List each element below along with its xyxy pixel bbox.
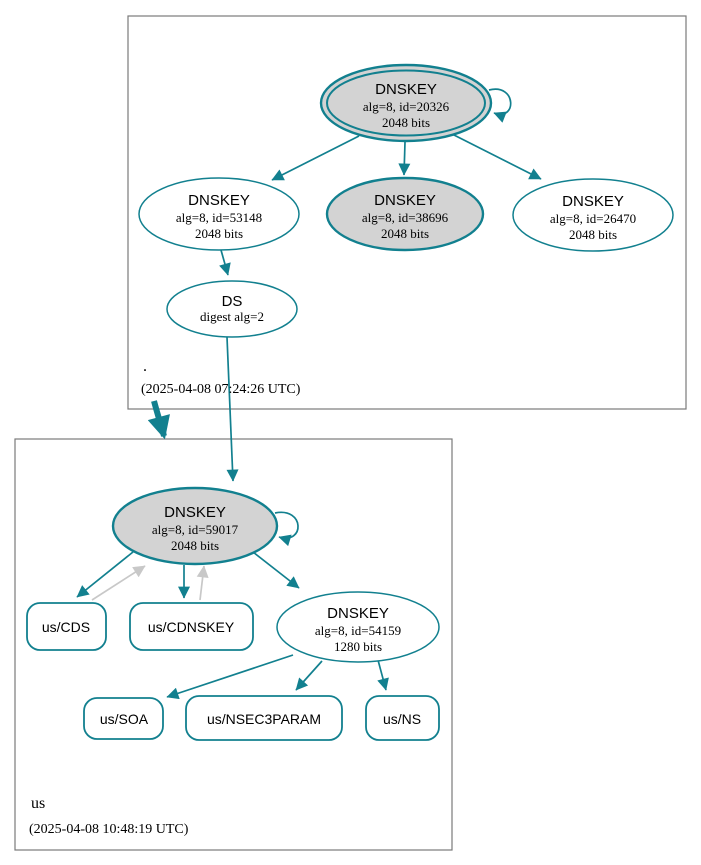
root-zsk1-ellipse[interactable]: [138, 177, 300, 251]
node-us-cds[interactable]: us/CDS: [26, 602, 107, 651]
node-us-ksk-59017[interactable]: DNSKEY alg=8, id=59017 2048 bits: [111, 486, 279, 566]
root-ksk-outer-ellipse[interactable]: [319, 63, 493, 143]
edge-cds-to-us-ksk-gray: [91, 565, 146, 601]
root-zsk2-bits: 2048 bits: [381, 226, 429, 241]
root-zsk3-title: DNSKEY: [562, 193, 624, 210]
edge-root-ksk-to-zsk2: [398, 141, 411, 176]
us-ksk-title: DNSKEY: [164, 504, 226, 521]
root-zone-timestamp: (2025-04-08 07:24:26 UTC): [141, 382, 301, 397]
edge-us-zsk-to-nsec3param: [295, 660, 323, 691]
root-zsk3-ellipse[interactable]: [512, 178, 674, 252]
node-us-cdnskey[interactable]: us/CDNSKEY: [129, 602, 254, 651]
root-ds-detail: digest alg=2: [200, 309, 264, 324]
edge-us-ksk-to-zsk: [252, 551, 300, 589]
us-cds-label: us/CDS: [42, 619, 90, 635]
root-ksk-inner-ellipse: [326, 69, 486, 137]
root-zsk1-detail: alg=8, id=53148: [176, 210, 262, 225]
us-soa-label: us/SOA: [100, 711, 149, 727]
us-zsk-ellipse[interactable]: [276, 591, 440, 663]
node-us-soa[interactable]: us/SOA: [83, 697, 164, 740]
us-ksk-bits: 2048 bits: [171, 538, 219, 553]
us-zsk-title: DNSKEY: [327, 605, 389, 622]
us-cdnskey-label: us/CDNSKEY: [148, 619, 235, 635]
edge-us-zsk-to-soa: [166, 654, 294, 700]
edge-us-ksk-selfloop: [274, 511, 299, 547]
edge-us-zsk-to-ns: [377, 659, 389, 691]
root-zsk3-bits: 2048 bits: [569, 227, 617, 242]
node-root-zsk-38696[interactable]: DNSKEY alg=8, id=38696 2048 bits: [325, 176, 485, 252]
us-ksk-detail: alg=8, id=59017: [152, 522, 239, 537]
us-nsec3param-box[interactable]: [185, 695, 343, 741]
root-zsk1-title: DNSKEY: [188, 192, 250, 209]
root-ds-title: DS: [222, 293, 243, 310]
root-zsk1-bits: 2048 bits: [195, 226, 243, 241]
us-ns-label: us/NS: [383, 711, 421, 727]
edge-us-ksk-to-cds: [76, 551, 134, 598]
us-zsk-bits: 1280 bits: [334, 639, 382, 654]
us-zone-timestamp: (2025-04-08 10:48:19 UTC): [29, 822, 189, 837]
root-zone-box: [127, 15, 687, 410]
node-root-ds[interactable]: DS digest alg=2: [166, 280, 298, 338]
edge-delegation-root-to-us: [147, 400, 170, 440]
root-ds-ellipse[interactable]: [166, 280, 298, 338]
edge-zsk1-to-ds: [219, 249, 231, 276]
us-zone-box: [14, 438, 453, 851]
node-root-zsk-26470[interactable]: DNSKEY alg=8, id=26470 2048 bits: [512, 178, 674, 252]
node-root-zsk-53148[interactable]: DNSKEY alg=8, id=53148 2048 bits: [138, 177, 300, 251]
root-zsk2-ellipse[interactable]: [325, 176, 485, 252]
root-zsk2-detail: alg=8, id=38696: [362, 210, 449, 225]
root-zsk2-title: DNSKEY: [374, 192, 436, 209]
edge-root-ksk-selfloop: [488, 88, 512, 123]
edge-cdnskey-to-us-ksk-gray: [196, 565, 209, 601]
us-zsk-detail: alg=8, id=54159: [315, 623, 401, 638]
us-zone-label: us: [31, 795, 45, 812]
root-zone-label: .: [143, 358, 147, 375]
edge-ds-to-us-ksk: [226, 336, 239, 482]
us-cdnskey-box[interactable]: [129, 602, 254, 651]
root-ksk-detail: alg=8, id=20326: [363, 99, 450, 114]
root-ksk-bits: 2048 bits: [382, 115, 430, 130]
us-nsec3param-label: us/NSEC3PARAM: [207, 711, 321, 727]
node-us-ns[interactable]: us/NS: [365, 695, 440, 741]
node-root-ksk-20326[interactable]: DNSKEY alg=8, id=20326 2048 bits: [319, 63, 493, 143]
root-zsk3-detail: alg=8, id=26470: [550, 211, 636, 226]
us-cds-box[interactable]: [26, 602, 107, 651]
us-soa-box[interactable]: [83, 697, 164, 740]
edge-root-ksk-to-zsk3: [451, 133, 542, 180]
us-ksk-ellipse[interactable]: [111, 486, 279, 566]
us-ns-box[interactable]: [365, 695, 440, 741]
node-us-zsk-54159[interactable]: DNSKEY alg=8, id=54159 1280 bits: [276, 591, 440, 663]
root-ksk-title: DNSKEY: [375, 81, 437, 98]
edge-root-ksk-to-zsk1: [271, 135, 360, 181]
node-us-nsec3param[interactable]: us/NSEC3PARAM: [185, 695, 343, 741]
